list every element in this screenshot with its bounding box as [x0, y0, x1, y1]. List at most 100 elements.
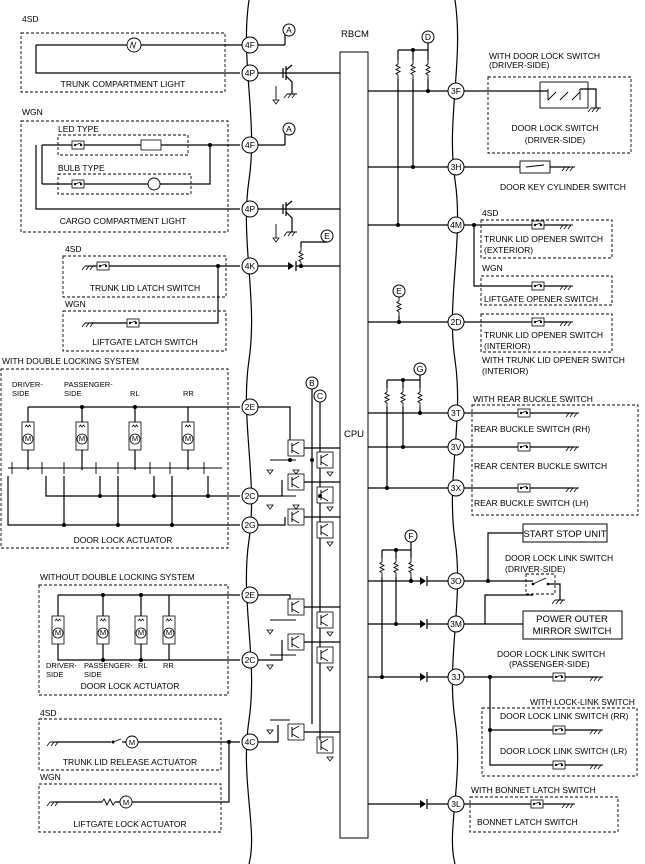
svg-text:2C: 2C — [245, 655, 256, 665]
svg-text:M: M — [25, 434, 31, 443]
buckle-rh-label: REAR BUCKLE SWITCH (RH) — [474, 424, 590, 434]
svg-text:3T: 3T — [451, 408, 461, 418]
with-dls-label: WITH DOOR LOCK SWITCH — [489, 51, 600, 61]
svg-text:4F: 4F — [245, 140, 255, 150]
trunk-light-bulb-icon — [126, 37, 142, 53]
dlls-driver-box — [525, 573, 556, 595]
svg-text:3L: 3L — [451, 799, 461, 809]
trunk-latch-box — [62, 255, 227, 298]
start-stop-label: START STOP UNIT — [523, 529, 606, 540]
without-double-box — [38, 584, 229, 696]
svg-text:(EXTERIOR): (EXTERIOR) — [484, 245, 533, 255]
buckle-center-label: REAR CENTER BUCKLE SWITCH — [474, 461, 607, 471]
svg-text:D: D — [425, 32, 431, 42]
svg-text:2C: 2C — [245, 491, 256, 501]
actuator-passenger-dl: M — [75, 421, 89, 451]
svg-text:RR: RR — [183, 389, 194, 398]
svg-text:2E: 2E — [245, 402, 256, 412]
svg-text:E: E — [396, 286, 402, 296]
trunk-opener-ext-box — [480, 219, 613, 259]
cpu-box — [339, 51, 369, 839]
cargo-light-label: CARGO COMPARTMENT LIGHT — [60, 216, 187, 226]
svg-text:A: A — [286, 124, 292, 134]
svg-text:E: E — [324, 231, 330, 241]
rear-buckle-box — [471, 404, 639, 516]
actuator-passenger: M — [96, 615, 110, 645]
door-lock-actuator-label-1: DOOR LOCK ACTUATOR — [74, 535, 173, 545]
svg-text:3J: 3J — [452, 672, 461, 682]
double-locking-box — [0, 368, 229, 549]
svg-text:3O: 3O — [450, 576, 462, 586]
svg-text:4M: 4M — [450, 220, 462, 230]
with-lock-link-label: WITH LOCK-LINK SWITCH — [530, 697, 635, 707]
svg-text:3H: 3H — [451, 162, 462, 172]
svg-text:(INTERIOR): (INTERIOR) — [482, 366, 528, 376]
liftgate-latch-label: LIFTGATE LATCH SWITCH — [92, 337, 197, 347]
svg-text:B: B — [309, 378, 315, 388]
power-mirror-box — [522, 610, 623, 640]
bonnet-latch-box — [469, 796, 619, 833]
svg-text:RL: RL — [138, 661, 148, 670]
svg-text:2G: 2G — [244, 520, 255, 530]
svg-text:4K: 4K — [245, 261, 256, 271]
svg-text:3X: 3X — [451, 483, 462, 493]
svg-text:DRIVER-: DRIVER- — [46, 661, 77, 670]
svg-text:M: M — [79, 434, 85, 443]
key-cylinder-label: DOOR KEY CYLINDER SWITCH — [500, 182, 626, 192]
svg-text:(INTERIOR): (INTERIOR) — [484, 341, 530, 351]
svg-text:MIRROR SWITCH: MIRROR SWITCH — [533, 626, 612, 637]
svg-text:4P: 4P — [245, 68, 256, 78]
liftgate-opener-box — [480, 275, 613, 306]
svg-text:M: M — [123, 798, 129, 807]
with-bonnet-label: WITH BONNET LATCH SWITCH — [471, 785, 596, 795]
bulb-type-label: BULB TYPE — [58, 163, 105, 173]
cpu-label: CPU — [344, 429, 364, 440]
key-cylinder-icon — [519, 160, 551, 174]
svg-text:F: F — [408, 531, 413, 541]
svg-text:M: M — [100, 628, 106, 637]
svg-text:SIDE: SIDE — [46, 670, 64, 679]
dlls-pass-label: DOOR LOCK LINK SWITCH — [497, 649, 605, 659]
svg-text:DRIVER-: DRIVER- — [12, 380, 43, 389]
svg-text:3M: 3M — [450, 619, 462, 629]
actuator-rl: M — [134, 615, 148, 645]
liftgate-opener-label: LIFTGATE OPENER SWITCH — [484, 294, 598, 304]
label-4sd-opener: 4SD — [482, 208, 499, 218]
svg-text:PASSENGER-: PASSENGER- — [84, 661, 133, 670]
svg-text:(PASSENGER-SIDE): (PASSENGER-SIDE) — [509, 659, 590, 669]
dlls-rr-label: DOOR LOCK LINK SWITCH (RR) — [500, 711, 629, 721]
trunk-release-box — [38, 718, 222, 771]
ref-A-1 — [282, 23, 296, 37]
svg-text:2E: 2E — [245, 590, 256, 600]
svg-text:SIDE: SIDE — [84, 670, 102, 679]
trunk-light-label: TRUNK COMPARTMENT LIGHT — [61, 79, 186, 89]
svg-text:PASSENGER-: PASSENGER- — [64, 380, 113, 389]
svg-text:M: M — [132, 434, 138, 443]
label-wgn-opener: WGN — [482, 263, 503, 273]
label-wgn-cargo-light: WGN — [22, 107, 43, 117]
with-double-label: WITH DOUBLE LOCKING SYSTEM — [2, 356, 139, 366]
svg-text:M: M — [138, 628, 144, 637]
svg-text:4C: 4C — [245, 737, 256, 747]
svg-text:G: G — [417, 364, 424, 374]
label-4sd-release: 4SD — [40, 708, 57, 718]
without-double-label: WITHOUT DOUBLE LOCKING SYSTEM — [40, 572, 195, 582]
trunk-latch-label: TRUNK LID LATCH SWITCH — [90, 283, 200, 293]
trunk-opener-int-label: TRUNK LID OPENER SWITCH — [484, 330, 603, 340]
liftgate-lock-box — [38, 783, 222, 833]
svg-text:M: M — [55, 628, 61, 637]
svg-text:M: M — [129, 738, 135, 747]
actuator-rl-dl: M — [128, 421, 142, 451]
ref-A-2 — [282, 122, 296, 136]
actuator-rr-dl: M — [181, 421, 195, 451]
actuator-rr: M — [162, 615, 176, 645]
dlls-lr-label: DOOR LOCK LINK SWITCH (LR) — [500, 746, 627, 756]
svg-text:M: M — [185, 434, 191, 443]
trunk-opener-int-box — [480, 313, 613, 353]
svg-text:(DRIVER-SIDE): (DRIVER-SIDE) — [489, 60, 550, 70]
module-label: RBCM — [341, 29, 369, 40]
svg-text:4F: 4F — [245, 40, 255, 50]
svg-text:3F: 3F — [451, 86, 461, 96]
actuator-driver: M — [51, 615, 65, 645]
